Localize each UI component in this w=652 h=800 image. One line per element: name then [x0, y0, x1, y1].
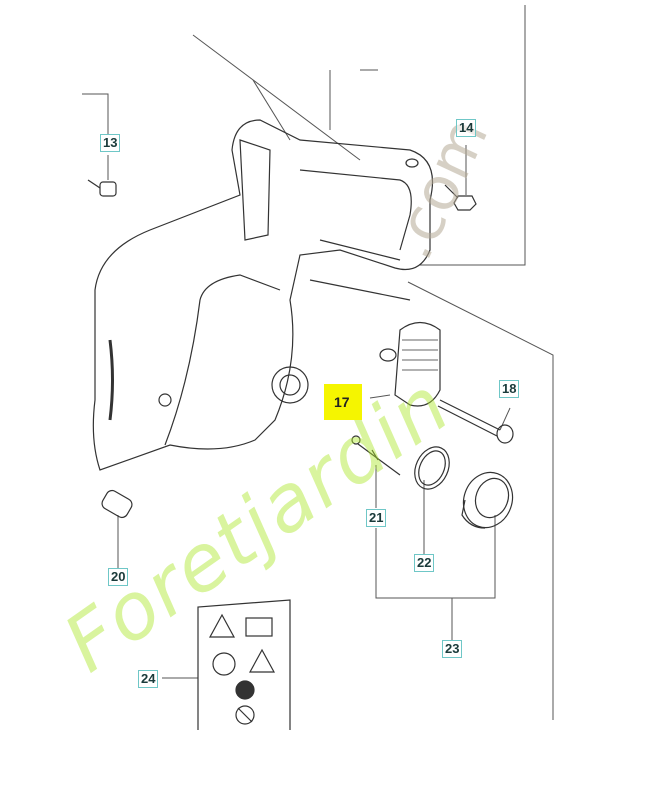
callout-13[interactable]: 13	[100, 134, 121, 152]
callout-22[interactable]: 22	[414, 554, 435, 572]
callout-24[interactable]: 24	[138, 670, 159, 688]
kickback-warning-icon	[248, 648, 276, 673]
part-23-cap	[461, 471, 514, 529]
part-14-screw	[444, 184, 477, 211]
part-24-decal	[197, 599, 291, 730]
callout-18[interactable]: 18	[499, 380, 520, 398]
housing	[92, 119, 434, 471]
callout-23[interactable]: 23	[442, 640, 463, 658]
part-18-bolt	[437, 399, 514, 444]
leader-lines	[82, 5, 554, 720]
no-one-hand-icon	[235, 705, 255, 725]
part-22-oring	[414, 446, 450, 490]
callout-17-highlighted[interactable]: 17	[324, 384, 362, 420]
two-hands-icon	[235, 680, 255, 700]
callout-20[interactable]: 20	[108, 568, 129, 586]
ear-protection-icon	[212, 652, 236, 676]
part-20-bushing	[101, 489, 133, 519]
callout-21[interactable]: 21	[366, 509, 387, 527]
callout-14[interactable]: 14	[456, 119, 477, 137]
warning-icon	[208, 613, 236, 638]
part-13-nut	[87, 179, 117, 197]
part-17-pump	[379, 321, 441, 407]
part-21-rod	[351, 435, 401, 476]
manual-book-icon	[245, 617, 273, 637]
